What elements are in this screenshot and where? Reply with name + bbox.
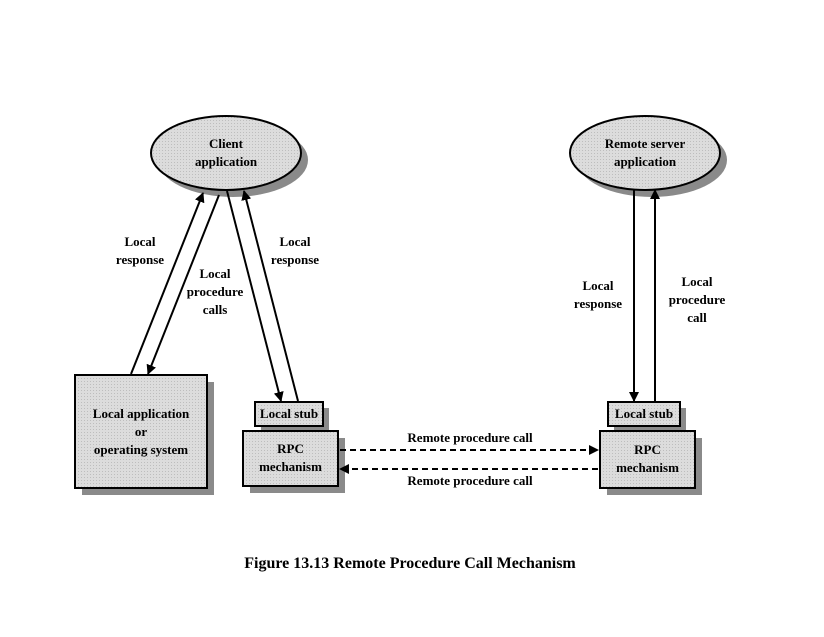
left-local-stub-box bbox=[254, 401, 329, 432]
local-application-label: Local application or operating system bbox=[75, 405, 207, 459]
mid-local-procedure-call-arrow bbox=[226, 190, 284, 402]
left-lpc-line2: procedure bbox=[186, 284, 244, 299]
client-label-line2: application bbox=[194, 154, 258, 169]
left-rpc-mechanism-box bbox=[242, 430, 345, 493]
left-rpc-mechanism-label: RPC mechanism bbox=[243, 440, 338, 476]
right-lpc-line3: call bbox=[687, 310, 707, 325]
left-local-response-line2: response bbox=[115, 252, 165, 267]
left-lpc-line3: calls bbox=[202, 302, 228, 317]
left-local-response-line1: Local bbox=[124, 234, 156, 249]
local-application-box bbox=[74, 374, 214, 495]
mid-local-response-line1: Local bbox=[279, 234, 311, 249]
local-app-line1: Local application bbox=[92, 406, 190, 421]
client-application-node bbox=[150, 115, 308, 197]
right-local-stub-label: Local stub bbox=[614, 406, 674, 421]
server-label-line2: application bbox=[613, 154, 677, 169]
left-rpc-line1: RPC bbox=[277, 441, 304, 456]
right-lpc-line1: Local bbox=[681, 274, 713, 289]
right-local-response-line2: response bbox=[573, 296, 623, 311]
right-local-stub-box bbox=[607, 401, 686, 432]
right-local-response-label: Local response bbox=[563, 277, 633, 313]
left-local-procedure-calls-arrow bbox=[146, 194, 220, 375]
right-local-response-line1: Local bbox=[582, 278, 614, 293]
local-app-line3: operating system bbox=[93, 442, 189, 457]
right-rpc-mechanism-label: RPC mechanism bbox=[600, 441, 695, 477]
left-local-procedure-calls-label: Local procedure calls bbox=[180, 265, 250, 319]
mid-local-response-label: Local response bbox=[260, 233, 330, 269]
rpc-bottom-label: Remote procedure call bbox=[407, 473, 533, 488]
left-local-response-label: Local response bbox=[105, 233, 175, 269]
mid-local-response-line2: response bbox=[270, 252, 320, 267]
left-rpc-line2: mechanism bbox=[259, 459, 322, 474]
left-local-response-arrow bbox=[130, 192, 205, 375]
left-lpc-line1: Local bbox=[199, 266, 231, 281]
rpc-top-label: Remote procedure call bbox=[407, 430, 533, 445]
right-lpc-line2: procedure bbox=[668, 292, 726, 307]
left-local-stub-label: Local stub bbox=[259, 406, 319, 421]
client-application-label: Client application bbox=[166, 135, 286, 171]
remote-server-application-label: Remote server application bbox=[575, 135, 715, 171]
remote-server-application-node bbox=[569, 115, 727, 197]
right-rpc-line1: RPC bbox=[634, 442, 661, 457]
mid-local-response-arrow bbox=[241, 190, 299, 402]
right-rpc-mechanism-box bbox=[599, 430, 702, 495]
local-app-line2: or bbox=[134, 424, 148, 439]
figure-caption: Figure 13.13 Remote Procedure Call Mecha… bbox=[244, 555, 576, 572]
right-rpc-line2: mechanism bbox=[616, 460, 679, 475]
right-local-procedure-call-label: Local procedure call bbox=[661, 273, 733, 327]
server-label-line1: Remote server bbox=[604, 136, 686, 151]
client-label-line1: Client bbox=[209, 136, 243, 151]
